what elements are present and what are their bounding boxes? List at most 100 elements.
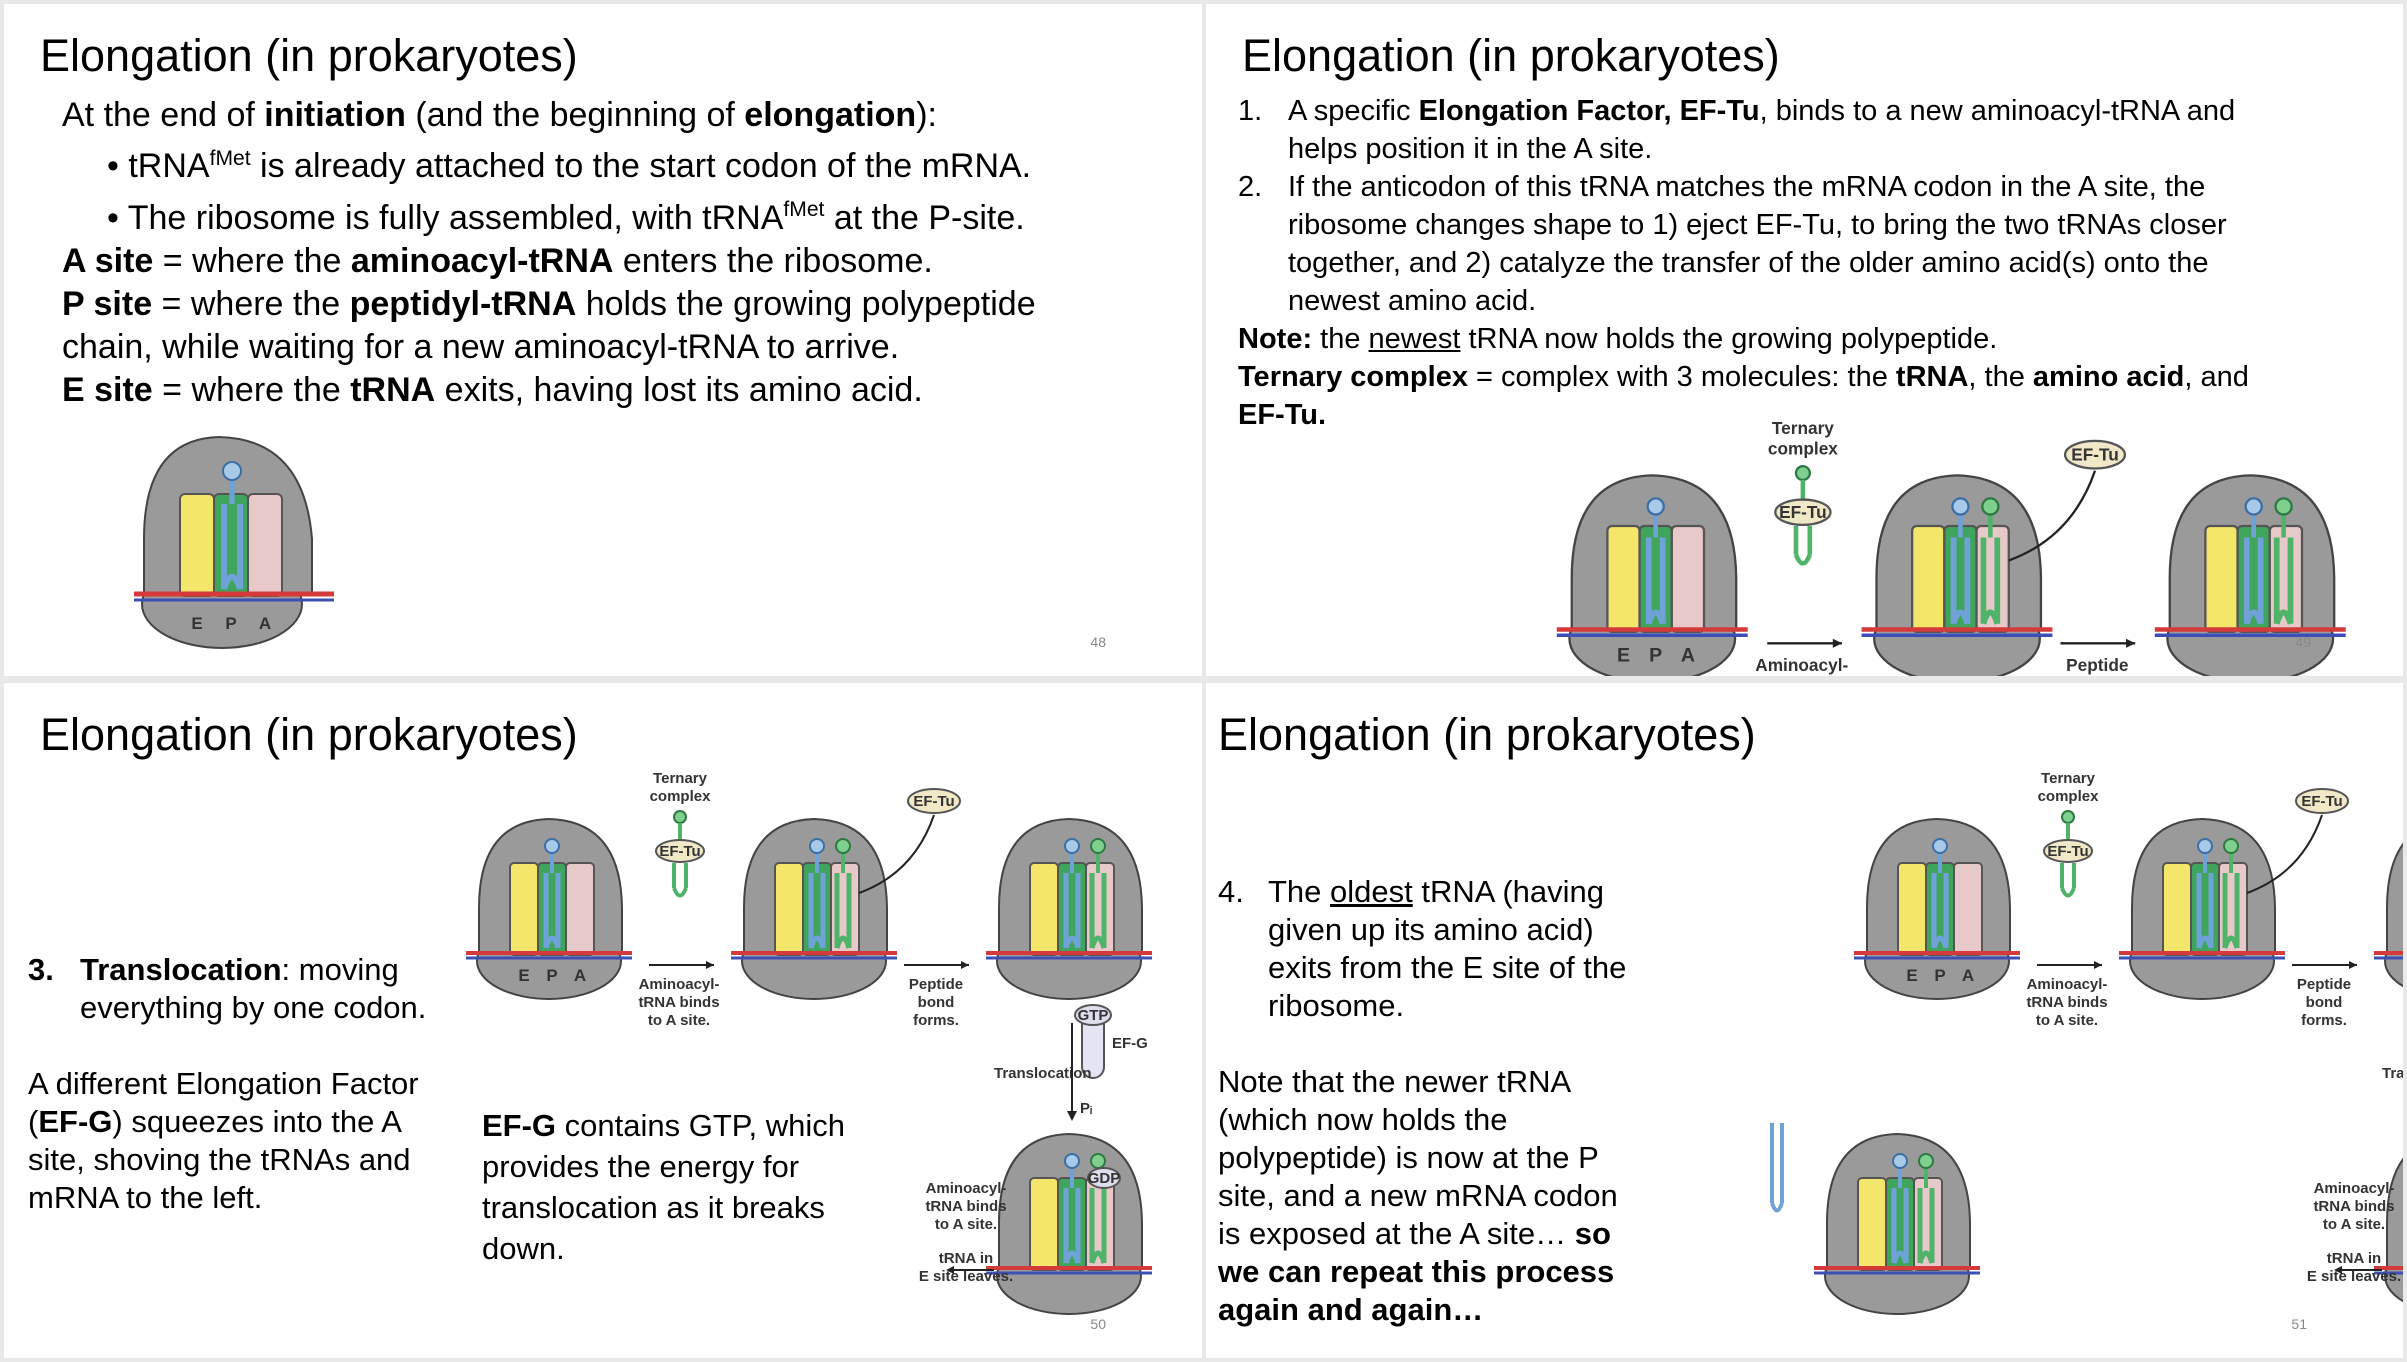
- svg-text:tRNA binds: tRNA binds: [925, 1198, 1006, 1215]
- note-line: Note: the newest tRNA now holds the grow…: [1238, 323, 1998, 355]
- svg-text:bond: bond: [2306, 994, 2343, 1011]
- svg-text:Ternary: Ternary: [653, 770, 708, 787]
- svg-text:Peptide: Peptide: [909, 976, 963, 993]
- step-1: 1.A specific Elongation Factor, EF-Tu, b…: [1238, 95, 2236, 127]
- svg-text:bond: bond: [918, 994, 955, 1011]
- svg-text:EF-Tu: EF-Tu: [2047, 843, 2088, 860]
- svg-text:Ternary: Ternary: [2041, 770, 2096, 787]
- svg-text:tRNA binds: tRNA binds: [2026, 994, 2107, 1011]
- step-4-cont-1: given up its amino acid): [1268, 912, 1594, 947]
- slide-48-body: At the end of initiation (and the beginn…: [62, 94, 1036, 412]
- page-number: 51: [2291, 1316, 2307, 1332]
- svg-text:to A site.: to A site.: [648, 1012, 710, 1029]
- svg-text:tRNA in: tRNA in: [2327, 1250, 2381, 1267]
- a-site-definition: A site = where the aminoacyl-tRNA enters…: [62, 241, 933, 280]
- bullet-ribosome-assembled: • The ribosome is fully assembled, with …: [107, 198, 1025, 237]
- efg-para-1: A different Elongation Factor: [28, 1066, 419, 1101]
- svg-text:Peptide: Peptide: [2066, 655, 2128, 675]
- note-4: site, and a new mRNA codon: [1218, 1178, 1618, 1213]
- svg-text:A: A: [1681, 645, 1695, 667]
- step-2: 2.If the anticodon of this tRNA matches …: [1238, 171, 2206, 203]
- svg-text:Aminoacyl-: Aminoacyl-: [639, 976, 720, 993]
- note-5: is exposed at the A site… so: [1218, 1216, 1611, 1251]
- svg-text:Aminoacyl-: Aminoacyl-: [2027, 976, 2108, 993]
- efg-gtp-2: provides the energy for: [482, 1149, 800, 1184]
- svg-text:Ternary: Ternary: [1772, 418, 1834, 438]
- ternary-definition-cont: EF-Tu.: [1238, 399, 1327, 431]
- step-3: 3.Translocation: moving: [28, 952, 399, 987]
- e-site-definition: E site = where the tRNA exits, having lo…: [62, 370, 923, 409]
- note-7: again and again…: [1218, 1292, 1484, 1327]
- svg-text:E site leaves.: E site leaves.: [919, 1268, 1013, 1285]
- svg-text:Translocation: Translocation: [994, 1065, 1092, 1082]
- site-e-label: E: [191, 614, 202, 633]
- bullet-trna-fmet: • tRNAfMet is already attached to the st…: [107, 147, 1032, 186]
- svg-text:forms.: forms.: [2301, 1012, 2347, 1029]
- step-1-cont: helps position it in the A site.: [1288, 133, 1653, 165]
- note-1: Note that the newer tRNA: [1218, 1064, 1572, 1099]
- svg-text:A: A: [1962, 966, 1974, 985]
- note-6: we can repeat this process: [1218, 1254, 1615, 1289]
- svg-text:to A site.: to A site.: [935, 1216, 997, 1233]
- svg-text:Translocation: Translocation: [2382, 1065, 2403, 1082]
- svg-text:EF-Tu: EF-Tu: [659, 843, 700, 860]
- slide-48: Elongation (in prokaryotes) At the end o…: [4, 4, 1202, 676]
- svg-text:tRNA binds: tRNA binds: [638, 994, 719, 1011]
- slide-title: Elongation (in prokaryotes): [1218, 709, 1756, 760]
- ternary-definition: Ternary complex = complex with 3 molecul…: [1238, 361, 2249, 393]
- slide-title: Elongation (in prokaryotes): [1242, 30, 1780, 81]
- efg-para-4: mRNA to the left.: [28, 1180, 263, 1215]
- svg-text:tRNA binds: tRNA binds: [2313, 1198, 2394, 1215]
- slide-49-body: 1.A specific Elongation Factor, EF-Tu, b…: [1238, 92, 2249, 434]
- svg-text:complex: complex: [1768, 439, 1838, 459]
- svg-text:Aminoacyl-: Aminoacyl-: [926, 1180, 1007, 1197]
- slide-49: Elongation (in prokaryotes) 1.A specific…: [1206, 4, 2403, 676]
- svg-text:tRNA in: tRNA in: [939, 1250, 993, 1267]
- svg-text:E: E: [518, 966, 529, 985]
- p-site-definition-cont: chain, while waiting for a new aminoacyl…: [62, 327, 900, 366]
- svg-text:Peptide: Peptide: [2297, 976, 2351, 993]
- step-4-cont-2: exits from the E site of the: [1268, 950, 1627, 985]
- intro-line: At the end of initiation (and the beginn…: [62, 96, 937, 134]
- slide-51: Elongation (in prokaryotes) 4.The oldest…: [1206, 683, 2403, 1358]
- note-3: polypeptide) is now at the P: [1218, 1140, 1599, 1175]
- site-a-label: A: [259, 614, 271, 633]
- svg-text:E: E: [1617, 645, 1630, 667]
- slide-50: Elongation (in prokaryotes) 3.Translocat…: [4, 683, 1202, 1358]
- slide-title: Elongation (in prokaryotes): [40, 709, 578, 760]
- step-2-cont-1: ribosome changes shape to 1) eject EF-Tu…: [1288, 209, 2227, 241]
- svg-text:Aminoacyl-: Aminoacyl-: [2314, 1180, 2395, 1197]
- svg-text:EF-G: EF-G: [1112, 1035, 1148, 1052]
- svg-text:EF-Tu: EF-Tu: [1779, 502, 1827, 522]
- svg-text:GTP: GTP: [1078, 1007, 1109, 1024]
- svg-text:P: P: [1934, 966, 1945, 985]
- page-number: 50: [1090, 1316, 1106, 1332]
- svg-text:E: E: [1906, 966, 1917, 985]
- efg-para-2: (EF-G) squeezes into the A: [28, 1104, 402, 1139]
- svg-text:Pᵢ: Pᵢ: [1080, 1100, 1092, 1117]
- svg-text:Aminoacyl-: Aminoacyl-: [1755, 655, 1848, 675]
- efg-gtp-3: translocation as it breaks: [482, 1190, 825, 1225]
- step-2-cont-2: together, and 2) catalyze the transfer o…: [1288, 247, 2209, 279]
- svg-text:P: P: [546, 966, 557, 985]
- slide-51-text: 4.The oldest tRNA (having given up its a…: [1218, 873, 1626, 1329]
- ribosome-initiation-figure: E P A: [134, 435, 334, 649]
- page-number: 48: [1090, 634, 1106, 650]
- svg-text:EF-Tu: EF-Tu: [913, 793, 954, 810]
- svg-text:complex: complex: [650, 788, 712, 805]
- site-p-label: P: [225, 614, 236, 633]
- svg-text:to A site.: to A site.: [2323, 1216, 2385, 1233]
- slide-50-efg-text: EF-G contains GTP, which provides the en…: [482, 1105, 845, 1269]
- svg-text:A: A: [574, 966, 586, 985]
- slide-title: Elongation (in prokaryotes): [40, 30, 578, 81]
- svg-text:forms.: forms.: [913, 1012, 959, 1029]
- efg-para-3: site, shoving the tRNAs and: [28, 1142, 411, 1177]
- svg-text:E site leaves.: E site leaves.: [2307, 1268, 2401, 1285]
- slide-50-left-text: 3.Translocation: moving everything by on…: [28, 951, 426, 1217]
- step-4-cont-3: ribosome.: [1268, 988, 1405, 1023]
